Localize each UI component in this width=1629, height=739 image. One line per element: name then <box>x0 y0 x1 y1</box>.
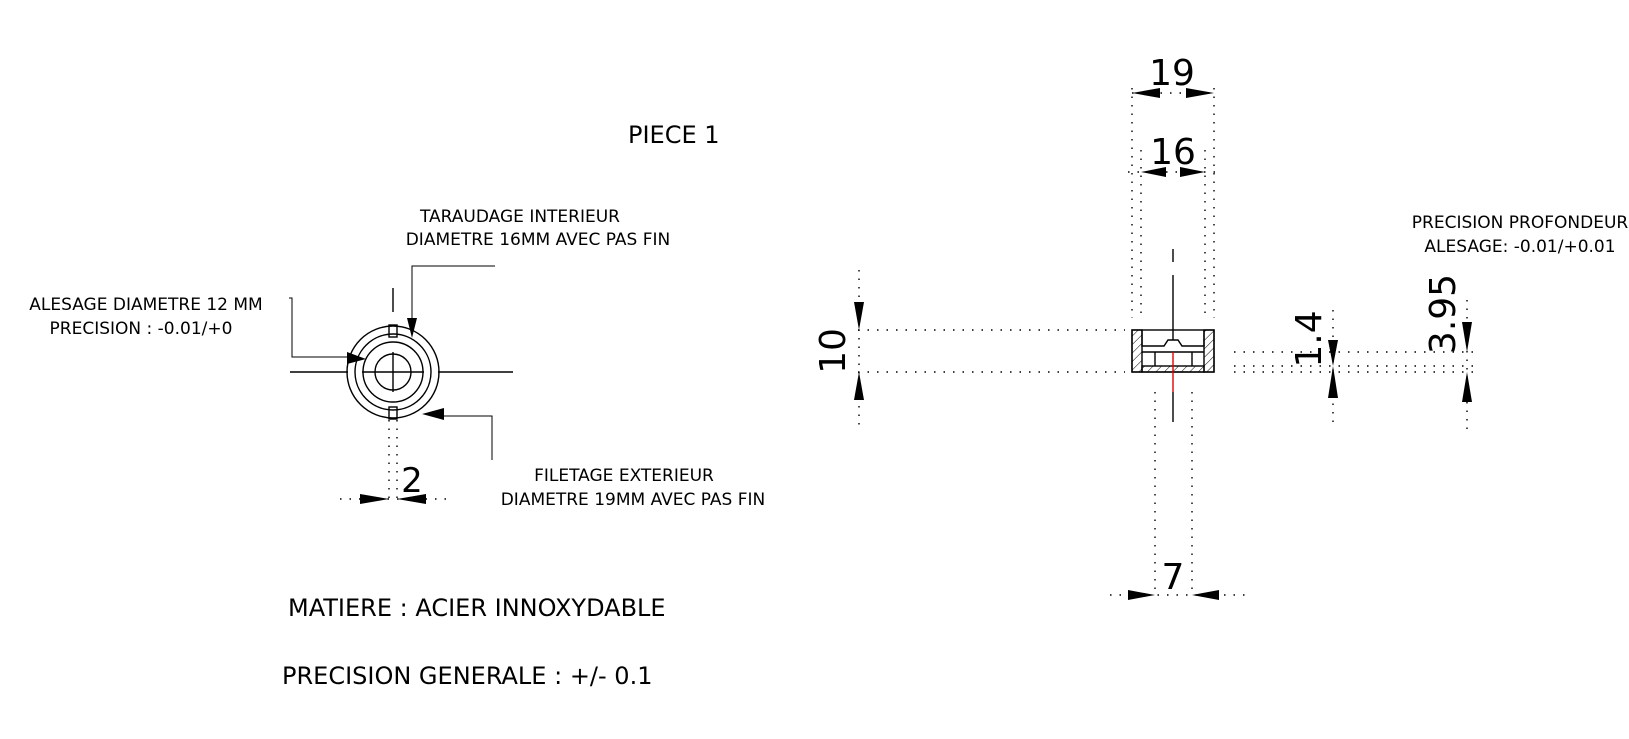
dim-inner-16 <box>1128 150 1218 318</box>
alesage-note-line1: ALESAGE DIAMETRE 12 MM <box>29 295 262 315</box>
filetage-leader <box>422 408 493 460</box>
slot-bottom <box>388 406 398 420</box>
taraudage-note-line1: TARAUDAGE INTERIEUR <box>419 207 620 227</box>
dim-inner-16-label: 16 <box>1150 132 1196 173</box>
dim-outer-19-label: 19 <box>1149 53 1195 94</box>
slot-top <box>388 324 398 338</box>
depth-precision-note-line1: PRECISION PROFONDEUR <box>1412 213 1629 233</box>
inner-thread-circle <box>354 333 432 411</box>
taraudage-note-line2: DIAMETRE 16MM AVEC PAS FIN <box>406 230 671 250</box>
dim-depth-3-95 <box>1234 300 1478 432</box>
dim-step-1-4-label: 1.4 <box>1289 310 1330 367</box>
top-view <box>290 288 513 420</box>
depth-precision-note-line2: ALESAGE: -0.01/+0.01 <box>1424 237 1615 257</box>
taraudage-leader <box>407 265 495 338</box>
alesage-leader <box>289 297 366 364</box>
section-right-wall <box>1203 329 1215 373</box>
piece-title: PIECE 1 <box>628 121 720 149</box>
section-view <box>1131 249 1215 422</box>
dim-bore-7 <box>1110 392 1245 600</box>
dim-outer-19 <box>1131 88 1215 318</box>
section-left-wall <box>1131 329 1143 373</box>
material-note: MATIERE : ACIER INNOXYDABLE <box>288 594 666 622</box>
general-precision-note: PRECISION GENERALE : +/- 0.1 <box>282 662 652 690</box>
filetage-note-line1: FILETAGE EXTERIEUR <box>534 466 714 486</box>
dim-step-1-4 <box>1234 310 1478 425</box>
alesage-note-line2: PRECISION : -0.01/+0 <box>50 319 233 339</box>
dim-depth-3-95-label: 3.95 <box>1423 274 1464 354</box>
dim-height-10-label: 10 <box>813 328 854 374</box>
dim-wall-2-label: 2 <box>401 461 423 501</box>
dim-bore-7-label: 7 <box>1162 557 1185 598</box>
dim-height-10 <box>854 270 1125 425</box>
filetage-note-line2: DIAMETRE 19MM AVEC PAS FIN <box>501 490 766 510</box>
dim-wall-2 <box>340 420 446 505</box>
